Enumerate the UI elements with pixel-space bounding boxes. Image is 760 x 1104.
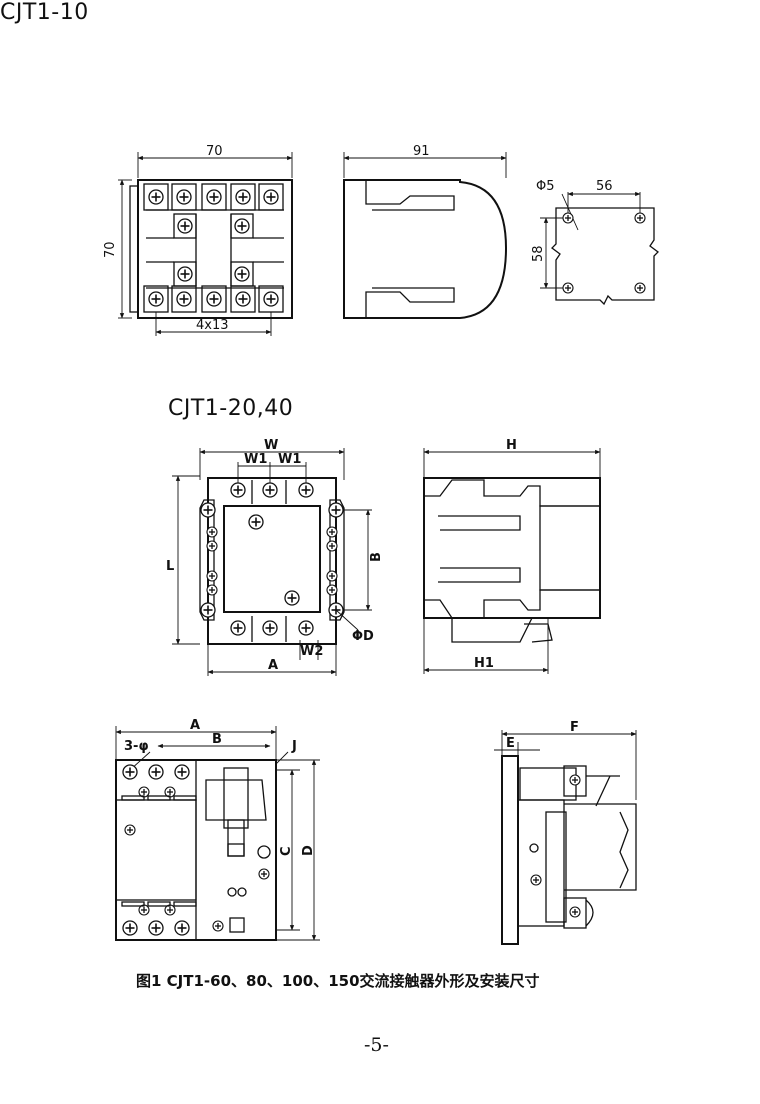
dim-terminal-pitch: 4x13 <box>196 318 229 333</box>
dim-h1: H1 <box>474 656 494 671</box>
section-title-cjt1-20-40: CJT1-20,40 <box>168 396 294 421</box>
cjt1-20-40-side-view: H H1 <box>423 438 601 674</box>
dim-j: J <box>291 739 297 754</box>
cjt1-20-40-front-view: W W1 W1 L B <box>166 438 384 676</box>
dim-b2: B <box>212 732 222 747</box>
dim-h: H <box>506 438 517 453</box>
dim-mount-vertical: 58 <box>531 245 546 262</box>
dim-f: F <box>570 720 579 735</box>
dim-front-width: 70 <box>206 144 223 159</box>
cjt1-60-150-side-view: F E <box>494 720 637 945</box>
cjt1-10-front-view: 70 70 <box>103 144 293 336</box>
dim-e: E <box>506 736 515 751</box>
section-title-cjt1-10: CJT1-10 <box>0 0 89 25</box>
dim-front-height: 70 <box>103 241 118 258</box>
cjt1-60-150-front-view: A B 3-φ J <box>115 718 320 941</box>
cjt1-10-side-view: 91 <box>343 144 508 319</box>
dim-w1-left: W1 <box>244 452 267 467</box>
cjt1-10-mounting-holes: Φ5 56 58 <box>531 179 659 306</box>
dim-l: L <box>166 559 174 574</box>
dim-w1-right: W1 <box>278 452 301 467</box>
dim-mount-hole: Φ5 <box>536 179 555 194</box>
dim-b: B <box>369 552 384 562</box>
page-number: -5- <box>364 1034 389 1056</box>
dim-hole-d: ΦD <box>352 629 374 644</box>
dim-holes: 3-φ <box>124 739 149 754</box>
dim-c: C <box>279 846 294 856</box>
dim-mount-horizontal: 56 <box>596 179 613 194</box>
dim-a: A <box>268 658 278 673</box>
dim-w2: W2 <box>300 644 323 659</box>
dim-w: W <box>264 438 278 453</box>
figure-caption: 图1 CJT1-60、80、100、150交流接触器外形及安装尺寸 <box>136 972 540 990</box>
dim-a2: A <box>190 718 200 733</box>
dim-d: D <box>301 845 316 856</box>
dim-side-depth: 91 <box>413 144 430 159</box>
